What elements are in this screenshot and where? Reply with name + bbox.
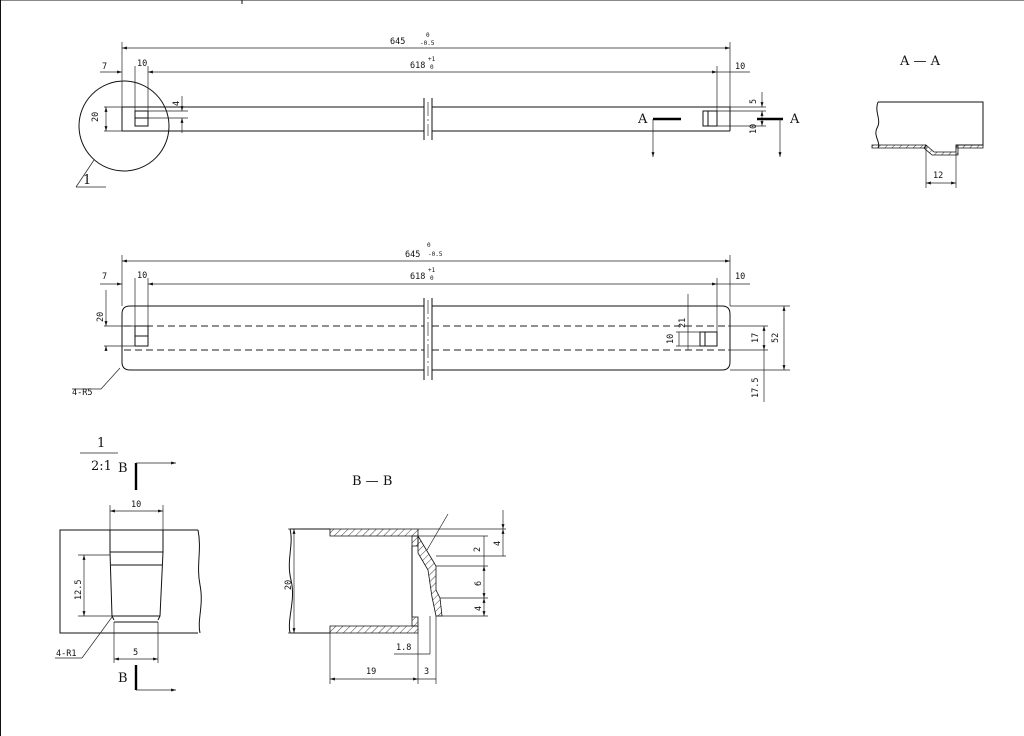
svg-text:4: 4: [474, 606, 484, 611]
svg-text:17.5: 17.5: [751, 378, 761, 398]
svg-text:3: 3: [424, 667, 429, 677]
svg-text:B: B: [118, 461, 128, 476]
svg-text:+1: +1: [428, 267, 436, 274]
svg-text:21: 21: [678, 318, 688, 328]
svg-text:19: 19: [366, 667, 376, 677]
svg-text:12.5: 12.5: [74, 580, 84, 600]
svg-text:A: A: [637, 112, 648, 127]
dim-645: 645: [390, 37, 405, 47]
svg-text:5: 5: [133, 648, 138, 658]
detail-circle: [78, 80, 170, 172]
svg-text:10: 10: [131, 500, 141, 510]
detail-view-1: 1 2:1 B B 10 12.5 5 4-R1: [55, 436, 202, 692]
svg-text:20: 20: [96, 312, 106, 322]
svg-text:0: 0: [426, 32, 430, 39]
svg-text:10: 10: [735, 62, 745, 72]
svg-text:2: 2: [473, 547, 483, 552]
svg-text:-0.5: -0.5: [428, 251, 443, 258]
svg-text:618: 618: [410, 272, 425, 282]
svg-text:20: 20: [91, 112, 101, 122]
svg-text:0: 0: [430, 275, 434, 282]
svg-text:+1: +1: [428, 56, 436, 63]
radius-r5-label: 4-R5: [72, 388, 92, 398]
svg-text:10: 10: [137, 59, 147, 69]
detail-number: 1: [97, 436, 105, 451]
svg-text:6: 6: [474, 581, 484, 586]
top-view: 1 645 0 -0.5 618 +1 0 7 10 10 20 4: [75, 32, 800, 188]
svg-text:52: 52: [771, 333, 781, 343]
detail-scale: 2:1: [91, 459, 112, 474]
svg-text:A: A: [789, 112, 800, 127]
svg-text:4: 4: [493, 541, 503, 546]
front-view: 645 0 -0.5 618 +1 0 7 10 10 20 4-R5 21 1…: [72, 242, 790, 402]
section-b-b: B — B 20 4 2 6 4 1: [284, 474, 506, 684]
svg-text:7: 7: [102, 272, 107, 282]
radius-r1-label: 4-R1: [56, 649, 76, 659]
svg-text:10: 10: [666, 334, 676, 344]
svg-text:20: 20: [284, 580, 294, 590]
svg-text:1.8: 1.8: [396, 643, 411, 653]
svg-text:0: 0: [430, 64, 434, 71]
svg-text:0: 0: [427, 242, 431, 249]
svg-text:5: 5: [749, 99, 759, 104]
svg-text:4: 4: [172, 101, 182, 106]
section-bb-title: B — B: [352, 474, 392, 489]
detail-callout-number: 1: [83, 173, 91, 188]
svg-text:10: 10: [137, 271, 147, 281]
dim-618: 618: [410, 61, 425, 71]
svg-text:7: 7: [102, 62, 107, 72]
section-aa-title: A — A: [899, 54, 941, 69]
svg-text:-0.5: -0.5: [420, 40, 435, 47]
svg-text:12: 12: [933, 171, 943, 181]
svg-text:10: 10: [735, 272, 745, 282]
section-a-a: A — A 12: [871, 54, 984, 188]
svg-text:17: 17: [751, 333, 761, 343]
svg-text:645: 645: [405, 250, 420, 260]
svg-text:B: B: [118, 671, 128, 686]
svg-text:10: 10: [749, 124, 759, 134]
